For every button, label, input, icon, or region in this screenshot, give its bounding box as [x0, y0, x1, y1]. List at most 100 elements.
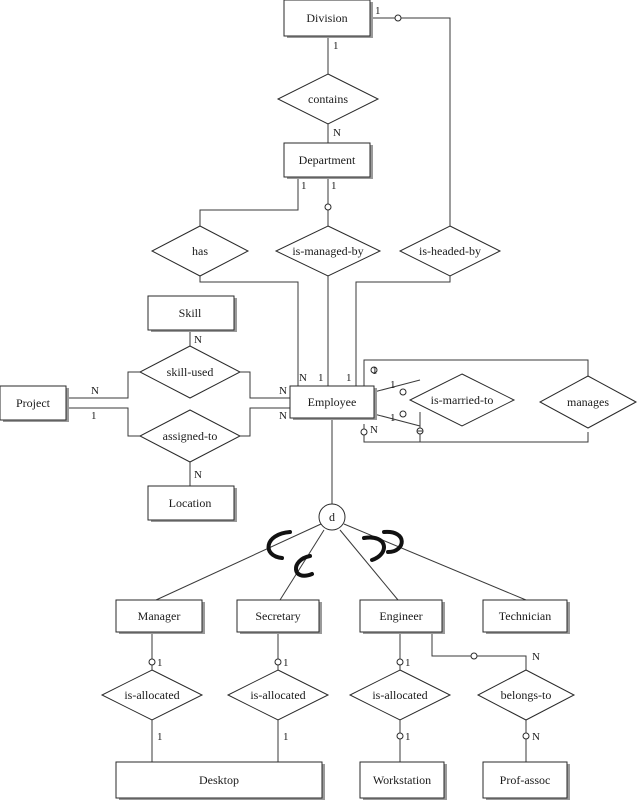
cardinality-label: 1: [405, 731, 411, 743]
cardinality-label: 1: [390, 379, 396, 391]
relationship-label: is-allocated: [250, 688, 305, 702]
optional-participation-markers: [148, 14, 530, 740]
cardinality-label: N: [194, 334, 202, 346]
entity-label: Department: [299, 153, 356, 167]
relationship-label: assigned-to: [163, 429, 218, 443]
cardinality-label: N: [370, 424, 378, 436]
cardinality-label: 1: [346, 372, 352, 384]
cardinality-label: N: [279, 385, 287, 397]
cardinality-label: N: [91, 385, 99, 397]
entity-technician: Technician: [482, 599, 570, 634]
relationship-is-managed-by: is-managed-by: [274, 225, 382, 277]
relationship-contains: contains: [276, 73, 380, 125]
relationship-assigned-to: assigned-to: [138, 409, 242, 463]
cardinality-label: N: [299, 372, 307, 384]
entity-label: Employee: [308, 395, 357, 409]
optional-marker-icon: [470, 652, 478, 660]
cardinality-label: 1: [157, 731, 163, 743]
subset-icon: [294, 554, 314, 578]
optional-marker-icon: [394, 14, 402, 22]
relationship-has: has: [150, 225, 250, 277]
specialization-label: d: [329, 510, 335, 524]
cardinality-label: N: [532, 731, 540, 743]
entity-workstation: Workstation: [359, 761, 447, 800]
relationship-label: belongs-to: [501, 688, 552, 702]
optional-marker-icon: [396, 658, 404, 666]
subset-icon: [382, 529, 404, 554]
subset-symbols: [266, 529, 404, 578]
disjoint-specialization: d: [318, 503, 346, 531]
optional-marker-icon: [396, 732, 404, 740]
cardinality-label: 1: [283, 731, 289, 743]
relationship-label: is-managed-by: [292, 244, 363, 258]
cardinality-labels: 1 1 N 1 1 N N 1 N N N N 1 1 1 1 1 N 1 1 …: [91, 5, 540, 743]
relationship-manages: manages: [538, 375, 638, 429]
cardinality-label: N: [194, 469, 202, 481]
entity-label: Location: [169, 496, 212, 510]
relationship-belongs-to: belongs-to: [476, 669, 576, 721]
relationship-label: manages: [567, 395, 609, 409]
cardinality-label: 1: [375, 5, 381, 17]
relationship-is-allocated-engineer: is-allocated: [348, 669, 452, 721]
optional-marker-icon: [324, 203, 332, 211]
optional-marker-icon: [274, 658, 282, 666]
relationship-label: is-allocated: [372, 688, 427, 702]
relationship-is-allocated-secretary: is-allocated: [226, 669, 330, 721]
optional-marker-icon: [148, 658, 156, 666]
entity-prof-assoc: Prof-assoc: [482, 761, 570, 800]
entity-label: Engineer: [379, 609, 422, 623]
entity-engineer: Engineer: [359, 599, 445, 634]
entity-label: Workstation: [373, 773, 431, 787]
relationship-label: skill-used: [167, 365, 214, 379]
optional-marker-icon: [522, 732, 530, 740]
entity-label: Desktop: [199, 773, 239, 787]
cardinality-label: 1: [372, 365, 378, 377]
entity-label: Secretary: [255, 609, 300, 623]
cardinality-label: 1: [91, 410, 97, 422]
entity-label: Manager: [138, 609, 181, 623]
entity-label: Prof-assoc: [500, 773, 551, 787]
relationship-label: is-allocated: [124, 688, 179, 702]
subset-icon: [362, 535, 386, 562]
entity-project: Project: [0, 385, 69, 422]
cardinality-label: 1: [283, 657, 289, 669]
optional-marker-icon: [399, 410, 407, 418]
entity-label: Project: [16, 396, 51, 410]
entity-department: Department: [283, 142, 373, 179]
cardinality-label: 1: [301, 180, 307, 192]
entity-label: Division: [306, 11, 347, 25]
cardinality-label: N: [532, 651, 540, 663]
relationship-is-married-to: is-married-to: [408, 373, 516, 427]
relationship-skill-used: skill-used: [138, 345, 242, 399]
cardinality-label: N: [279, 410, 287, 422]
entity-label: Technician: [499, 609, 551, 623]
cardinality-label: 1: [333, 40, 339, 52]
entity-location: Location: [147, 485, 237, 522]
relationship-label: has: [192, 244, 208, 258]
relationship-is-allocated-manager: is-allocated: [100, 669, 204, 721]
optional-marker-icon: [360, 428, 368, 436]
cardinality-label: 1: [405, 657, 411, 669]
relationship-label: is-married-to: [431, 393, 494, 407]
optional-marker-icon: [399, 388, 407, 396]
relationship-label: is-headed-by: [419, 244, 481, 258]
optional-marker-icon: [370, 366, 378, 374]
subset-icon: [266, 530, 292, 560]
entity-secretary: Secretary: [236, 599, 322, 634]
relationship-label: contains: [308, 92, 348, 106]
entity-skill: Skill: [147, 295, 237, 332]
entity-manager: Manager: [115, 599, 205, 634]
cardinality-label: N: [333, 127, 341, 139]
entity-desktop: Desktop: [115, 761, 325, 800]
cardinality-label: 1: [390, 412, 396, 424]
entity-division: Division: [283, 0, 373, 38]
cardinality-label: 1: [157, 657, 163, 669]
entity-employee: Employee: [289, 385, 377, 420]
entity-label: Skill: [179, 306, 202, 320]
relationship-is-headed-by: is-headed-by: [398, 225, 502, 277]
connector-lines: [66, 17, 589, 762]
cardinality-label: 1: [331, 180, 337, 192]
cardinality-label: 1: [318, 372, 324, 384]
